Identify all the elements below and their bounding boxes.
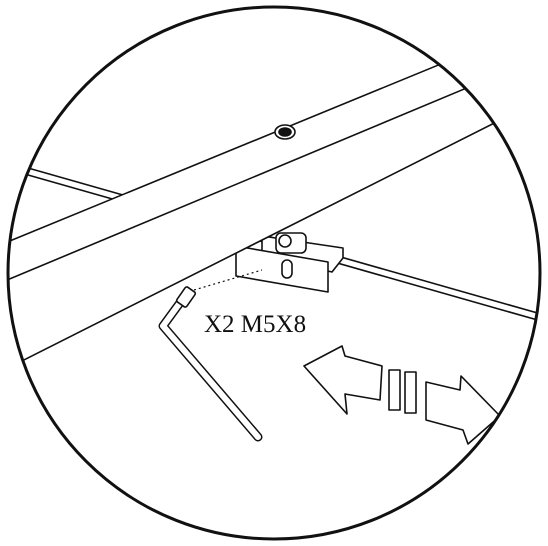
- detail-circle: [6, 5, 542, 541]
- wide-frame-bar: [8, 19, 540, 373]
- bracket-icon: [235, 232, 344, 293]
- adjust-double-arrow-icon: [303, 345, 501, 445]
- hex-key-icon: [158, 269, 263, 442]
- screw-hole-icon: [274, 124, 296, 140]
- screw-spec-label: X2 M5X8: [204, 311, 307, 338]
